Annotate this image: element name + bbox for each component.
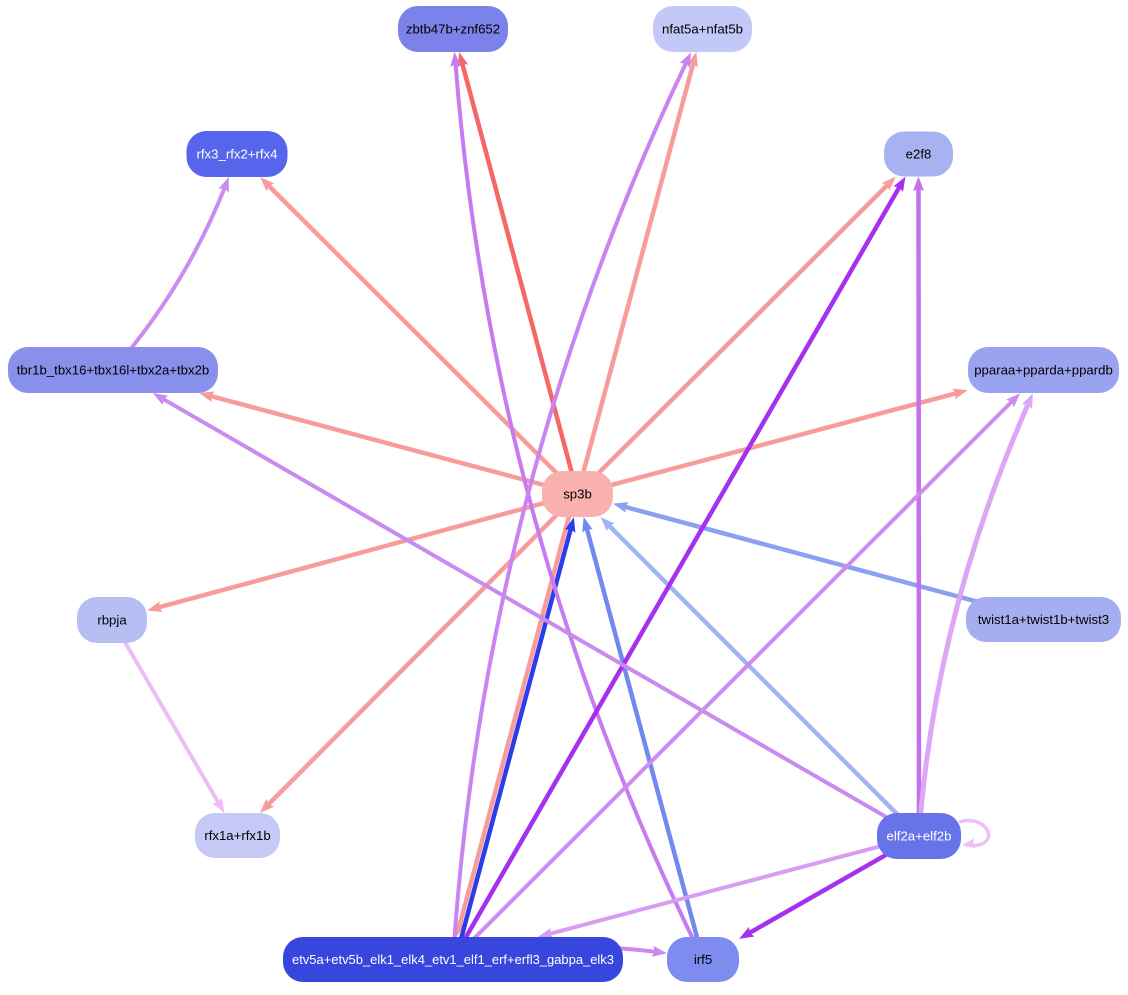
svg-text:elf2a+elf2b: elf2a+elf2b	[887, 829, 952, 844]
svg-text:tbr1b_tbx16+tbx16l+tbx2a+tbx2b: tbr1b_tbx16+tbx16l+tbx2a+tbx2b	[17, 363, 209, 378]
svg-text:rfx3_rfx2+rfx4: rfx3_rfx2+rfx4	[197, 147, 278, 162]
svg-text:rbpja: rbpja	[97, 613, 127, 628]
svg-text:zbtb47b+znf652: zbtb47b+znf652	[406, 22, 500, 37]
svg-text:e2f8: e2f8	[906, 147, 932, 162]
svg-text:irf5: irf5	[694, 952, 712, 967]
svg-text:twist1a+twist1b+twist3: twist1a+twist1b+twist3	[978, 612, 1109, 627]
svg-text:nfat5a+nfat5b: nfat5a+nfat5b	[662, 22, 743, 37]
svg-text:etv5a+etv5b_elk1_elk4_etv1_elf: etv5a+etv5b_elk1_elk4_etv1_elf1_erf+erfl…	[292, 952, 614, 967]
svg-text:sp3b: sp3b	[563, 487, 592, 502]
svg-text:rfx1a+rfx1b: rfx1a+rfx1b	[204, 828, 270, 843]
svg-text:pparaa+pparda+ppardb: pparaa+pparda+ppardb	[974, 363, 1113, 378]
